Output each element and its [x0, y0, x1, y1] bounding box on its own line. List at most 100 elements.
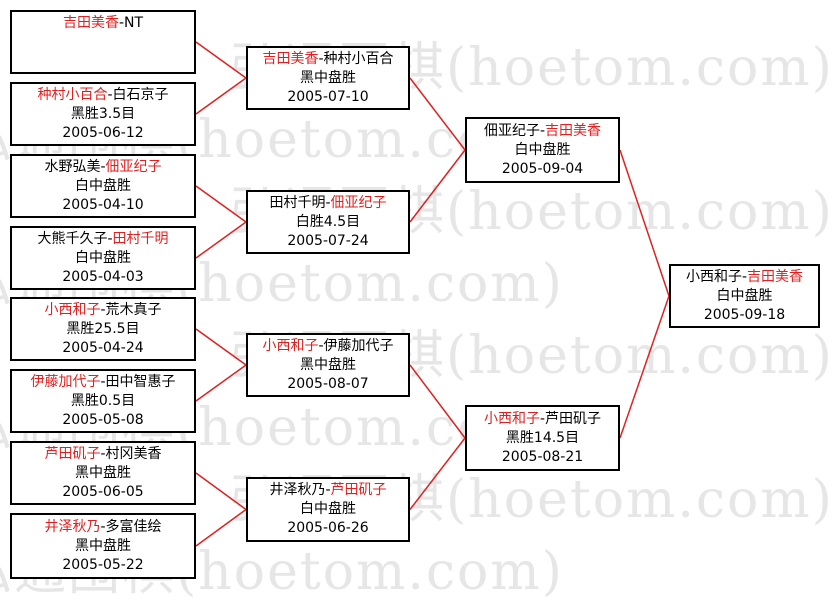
- connector-line-r3m1: [619, 149, 670, 297]
- player-separator: -: [325, 194, 331, 211]
- player-black: 井泽秋乃: [269, 482, 326, 498]
- match-result: 白中盘胜: [514, 141, 571, 158]
- player-white: 白石京子: [112, 86, 169, 103]
- player-white: NT: [124, 15, 144, 31]
- player-black: 种村小百合: [37, 86, 108, 103]
- match-players: 小西和子-芦田矶子: [484, 410, 601, 429]
- bracket-connector-lines: [195, 41, 670, 547]
- connector-line-r1m2: [195, 77, 247, 115]
- player-white: 种村小百合: [323, 50, 394, 67]
- match-players: 小西和子-吉田美香: [686, 268, 803, 287]
- player-black: 大熊千久子: [37, 230, 108, 247]
- player-separator: -: [318, 50, 324, 67]
- match-box-r1m1: 吉田美香-NT: [10, 10, 196, 74]
- match-result: 黑中盘胜: [300, 69, 356, 86]
- match-date: 2005-06-12: [62, 124, 144, 141]
- player-white: 吉田美香: [747, 268, 804, 285]
- match-players: 井泽秋乃-芦田矶子: [269, 481, 386, 500]
- player-black: 井泽秋乃: [44, 518, 101, 535]
- match-date: 2005-09-04: [501, 160, 584, 177]
- match-result: 黑中盘胜: [300, 356, 356, 373]
- player-white: 田村千明: [112, 230, 169, 247]
- connector-line-r2m1: [409, 77, 466, 151]
- match-box-r1m3: 水野弘美-佃亚纪子白中盘胜 2005-04-10: [10, 154, 196, 218]
- player-white: 佃亚纪子: [330, 194, 387, 211]
- match-date: 2005-05-22: [62, 556, 144, 573]
- player-black: 小西和子: [483, 410, 540, 427]
- match-result: 黑胜0.5目: [70, 392, 136, 409]
- match-date: 2005-06-05: [62, 483, 144, 500]
- player-separator: -: [100, 301, 106, 318]
- match-players: 大熊千久子-田村千明: [37, 230, 168, 249]
- match-box-r2m2: 田村千明-佃亚纪子白胜4.5目 2005-07-24: [246, 190, 410, 254]
- match-result: 白中盘胜: [716, 287, 773, 304]
- player-white: 荒木真子: [105, 301, 162, 318]
- player-separator: -: [539, 410, 546, 427]
- match-date: 2005-07-24: [287, 232, 369, 249]
- tournament-bracket: 弘通围棋(hoetom.com) 弘通围棋(hoetom.com) 弘通围棋(h…: [0, 10, 832, 598]
- player-white: 田中智惠子: [105, 373, 176, 390]
- match-result: 黑胜3.5目: [70, 105, 136, 122]
- match-result: 黑胜25.5目: [66, 320, 140, 337]
- connector-line-r1m8: [195, 508, 247, 547]
- match-date: 2005-04-10: [62, 196, 144, 213]
- player-black: 小西和子: [685, 268, 742, 285]
- match-date: 2005-04-24: [62, 339, 144, 356]
- match-result: 白中盘胜: [300, 501, 356, 517]
- match-box-final: 小西和子-吉田美香白中盘胜 2005-09-18: [669, 264, 820, 328]
- match-date: 2005-04-03: [62, 268, 144, 285]
- match-date: 2005-09-18: [703, 306, 786, 323]
- match-box-r1m5: 小西和子-荒木真子黑胜25.5目 2005-04-24: [10, 297, 196, 361]
- player-separator: -: [539, 122, 546, 139]
- match-date: 2005-07-10: [287, 88, 369, 105]
- match-players: 田村千明-佃亚纪子: [269, 194, 386, 213]
- match-result: 白胜4.5目: [295, 213, 361, 230]
- match-players: 吉田美香-种村小百合: [262, 50, 393, 69]
- player-white: 佃亚纪子: [105, 158, 162, 175]
- connector-line-r1m5: [195, 328, 247, 366]
- match-players: 井泽秋乃-多富佳绘: [44, 518, 161, 537]
- player-black: 芦田矶子: [44, 445, 101, 462]
- connector-line-r1m1: [195, 41, 247, 79]
- player-black: 小西和子: [262, 337, 319, 354]
- match-result: 黑胜14.5目: [505, 429, 580, 446]
- match-date: 2005-08-07: [287, 375, 369, 392]
- match-box-r1m4: 大熊千久子-田村千明白中盘胜 2005-04-03: [10, 226, 196, 290]
- player-separator: -: [318, 337, 324, 354]
- connector-line-r2m2: [409, 149, 466, 223]
- connector-line-r1m4: [195, 221, 247, 259]
- player-separator: -: [100, 445, 106, 462]
- connector-line-r1m6: [195, 364, 247, 402]
- match-players: 种村小百合-白石京子: [37, 86, 168, 105]
- player-black: 水野弘美: [44, 158, 101, 175]
- connector-line-r3m2: [619, 295, 670, 439]
- match-result: 黑中盘胜: [75, 537, 131, 554]
- player-separator: -: [100, 373, 106, 390]
- player-white: 芦田矶子: [330, 482, 387, 498]
- player-black: 佃亚纪子: [483, 122, 540, 139]
- match-result: 白中盘胜: [75, 177, 131, 194]
- player-separator: -: [107, 86, 113, 103]
- match-date: 2005-08-21: [501, 448, 584, 465]
- player-separator: -: [325, 482, 331, 498]
- player-black: 吉田美香: [62, 15, 119, 31]
- player-white: 芦田矶子: [545, 410, 602, 427]
- match-players: 小西和子-荒木真子: [44, 301, 161, 320]
- player-separator: -: [100, 158, 106, 175]
- match-players: 芦田矶子-村冈美香: [44, 445, 161, 464]
- player-white: 多富佳绘: [105, 518, 162, 535]
- player-black: 吉田美香: [262, 50, 319, 67]
- match-result: 白中盘胜: [75, 249, 131, 266]
- match-date: 2005-05-08: [62, 411, 144, 428]
- player-separator: -: [100, 518, 106, 535]
- connector-line-r1m3: [195, 185, 247, 223]
- match-date: 2005-06-26: [287, 520, 369, 536]
